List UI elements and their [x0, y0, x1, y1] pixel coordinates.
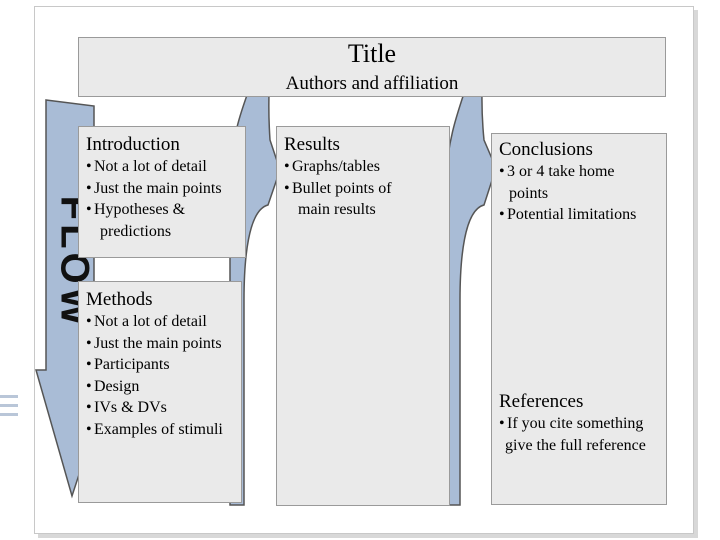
list-item: Design [86, 376, 246, 398]
references-list: If you cite something give the full refe… [499, 413, 667, 456]
list-item: Graphs/tables [284, 156, 444, 178]
authors-affiliation: Authors and affiliation [285, 73, 459, 94]
references-heading: References [499, 391, 584, 412]
list-item: points [509, 184, 549, 202]
title-box [78, 37, 666, 97]
methods-list: Not a lot of detail Just the main points… [86, 311, 246, 440]
conclusions-box [491, 133, 667, 505]
list-item: If you cite something [499, 413, 667, 435]
list-item: Participants [86, 354, 246, 376]
results-list: Graphs/tables Bullet points of main resu… [284, 156, 444, 221]
list-item: Not a lot of detail [86, 156, 246, 178]
list-item: predictions [100, 222, 172, 240]
conclusions-heading: Conclusions [499, 139, 593, 160]
list-item: Hypotheses & [86, 199, 246, 221]
list-item: main results [298, 201, 376, 218]
list-item: 3 or 4 take home [499, 161, 665, 183]
methods-heading: Methods [86, 289, 153, 310]
introduction-heading: Introduction [86, 134, 180, 155]
list-item: give the full reference [505, 436, 646, 454]
introduction-list: Not a lot of detail Just the main points… [86, 156, 246, 242]
list-item: Just the main points [86, 178, 246, 200]
list-item: IVs & DVs [86, 397, 246, 419]
list-item: Bullet points of [284, 178, 444, 200]
list-item: Just the main points [86, 333, 246, 355]
poster-frame [34, 6, 694, 534]
poster-title: Title [347, 39, 397, 68]
slide-decoration [0, 404, 18, 407]
results-heading: Results [284, 134, 340, 155]
conclusions-list: 3 or 4 take home points Potential limita… [499, 161, 665, 226]
list-item: Not a lot of detail [86, 311, 246, 333]
connector-arrow-2 [445, 47, 497, 506]
slide-decoration [0, 413, 18, 416]
slide-decoration [0, 395, 18, 398]
list-item: Potential limitations [499, 204, 665, 226]
list-item: Examples of stimuli [86, 419, 246, 441]
